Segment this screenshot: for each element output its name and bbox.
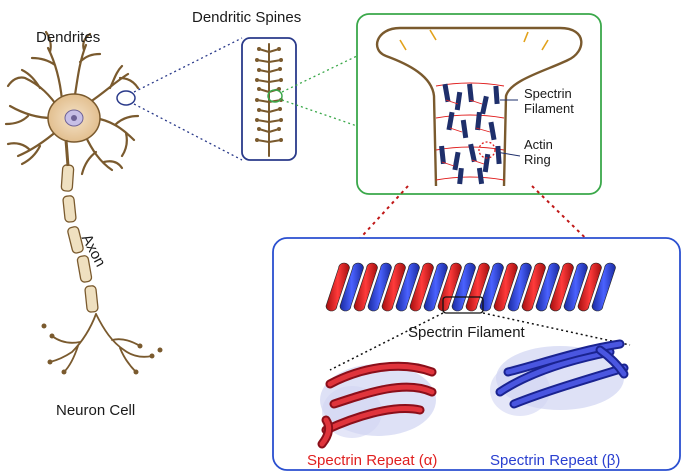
beta-strand [597, 347, 627, 377]
alpha-strand [327, 363, 435, 387]
actin-ring-callout-line2: Ring [524, 152, 551, 167]
dendrites [4, 30, 140, 176]
helix-band-blue [591, 262, 616, 312]
spectrin-filament-box [272, 237, 681, 471]
helix-band-red [549, 262, 574, 312]
beta-strand [511, 365, 627, 407]
spectrin-links [441, 99, 491, 167]
helix-band-blue [535, 262, 560, 312]
alpha-strand [331, 384, 435, 407]
spectrin-repeat-alpha-label: Spectrin Repeat (α) [307, 452, 438, 469]
dendritic-spines-label: Dendritic Spines [192, 9, 302, 26]
beta-strand [505, 341, 623, 375]
actin-ring-callout: Actin Ring [524, 137, 553, 167]
zoom-lines-2 [281, 55, 358, 127]
helix-band-blue [507, 262, 532, 312]
helix-band-red [437, 262, 462, 312]
axon-myelin [60, 164, 99, 313]
spectrin-repeat-beta-label: Spectrin Repeat (β) [490, 452, 621, 469]
zoom-lines-4 [329, 312, 631, 371]
helix-band-red [493, 262, 518, 312]
helix-band-red [465, 262, 490, 312]
helix-band-blue [395, 262, 420, 312]
spine-detail-box [356, 13, 602, 195]
spine-heads [255, 47, 283, 142]
beta-strand [497, 349, 613, 395]
helix-band-blue [367, 262, 392, 312]
axon-terminals [49, 313, 153, 373]
dendrites-label: Dendrites [36, 29, 101, 46]
helix-band-red [381, 262, 406, 312]
helix-band-red [577, 262, 602, 312]
spectrin-filament-callout-line2: Filament [524, 101, 574, 116]
axon-hillock [64, 139, 70, 167]
helix-band-blue [423, 262, 448, 312]
spine-zoom-circle [267, 89, 283, 103]
terminal-buttons [41, 323, 163, 375]
helix-band-blue [563, 262, 588, 312]
helix-band-blue [451, 262, 476, 312]
helix-band-red [353, 262, 378, 312]
spectrin-filament-caption: Spectrin Filament [408, 324, 525, 341]
spine-highlight-circle [116, 90, 136, 106]
spine-outline [375, 26, 583, 187]
helix-band-blue [339, 262, 364, 312]
spine-head-pins [399, 29, 549, 51]
neuron-cell-label: Neuron Cell [56, 402, 136, 419]
callout-lines [495, 99, 521, 157]
spectrin-repeat-beta [490, 339, 629, 416]
spectrin-filament-callout: Spectrin Filament [524, 86, 574, 116]
filament-zoom-circle [478, 141, 496, 159]
spectrin-filament-callout-line1: Spectrin [524, 86, 572, 101]
spectrin-repeat-alpha [317, 361, 437, 449]
helix-band-red [325, 262, 350, 312]
helix-zoom-box [442, 296, 484, 314]
actin-ring-callout-line1: Actin [524, 137, 553, 152]
zoom-lines-1 [133, 37, 243, 161]
spectrin-helix [325, 262, 616, 312]
alpha-strand [323, 406, 423, 433]
neuron-cell-drawing [4, 30, 163, 375]
alpha-strand [319, 417, 332, 447]
helix-band-red [521, 262, 546, 312]
helix-band-red [409, 262, 434, 312]
actin-rods [439, 83, 502, 185]
